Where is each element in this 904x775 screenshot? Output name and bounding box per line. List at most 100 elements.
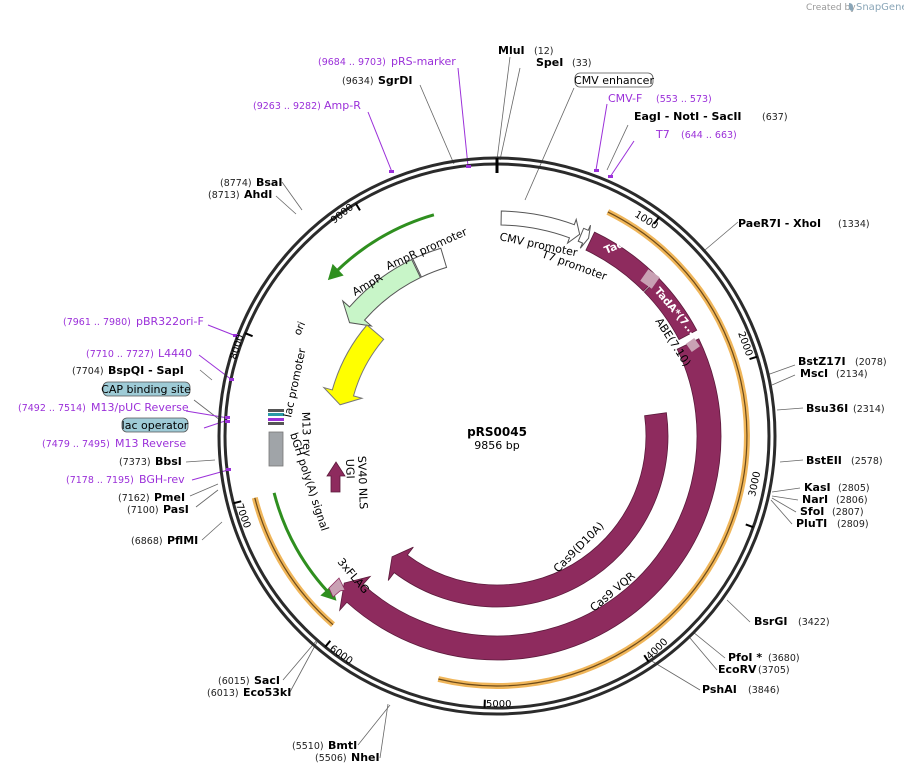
credit-brand: SnapGene <box>856 2 904 13</box>
primer-m13puc-pos: (7492 .. 7514) <box>18 403 86 414</box>
tick-mark-9000 <box>354 202 361 211</box>
label-lac-operator: lac operator <box>122 419 189 432</box>
feature-t7-promoter[interactable] <box>577 225 592 249</box>
primer-cmv-f-name[interactable]: CMV-F <box>608 92 642 105</box>
feature-cmv-promoter[interactable] <box>500 210 581 245</box>
site-eco53ki-name[interactable]: Eco53kI <box>243 686 291 699</box>
site-bstz17i-name[interactable]: BstZ17I <box>798 355 846 368</box>
feature-lac-promoter[interactable] <box>268 409 284 425</box>
tada-junction <box>640 269 660 289</box>
primer-amp-r-name[interactable]: Amp-R <box>324 99 361 112</box>
site-eagi-name[interactable]: EagI - NotI - SacII <box>634 110 742 123</box>
label-lac-promoter: lac promoter <box>281 347 308 419</box>
site-sfoi-name[interactable]: SfoI <box>800 505 824 518</box>
feature-cas9-d10a[interactable] <box>387 412 669 608</box>
plasmid-name: pRS0045 <box>467 425 527 439</box>
tick-2000: 2000 <box>735 330 754 358</box>
site-bstz17i-pos: (2078) <box>855 357 887 368</box>
site-pasi-name[interactable]: PasI <box>163 503 189 516</box>
site-pfoi-name[interactable]: PfoI * <box>728 651 762 664</box>
label-sv40-nls: SV40 NLS <box>355 456 370 510</box>
site-bsu36i-name[interactable]: Bsu36I <box>806 402 848 415</box>
site-pluti-name[interactable]: PluTI <box>796 517 827 530</box>
site-bsteii-pos: (2578) <box>851 456 883 467</box>
primer-cmv-f-pos: (553 .. 573) <box>656 94 712 105</box>
site-pmei-pos: (7162) <box>118 493 150 504</box>
orf-ring-cas9-core <box>438 211 748 687</box>
site-saci-name[interactable]: SacI <box>254 674 280 687</box>
site-ecorv-name[interactable]: EcoRV <box>718 663 757 676</box>
site-bsai-pos: (8774) <box>220 178 252 189</box>
feature-ugi[interactable] <box>326 461 346 493</box>
site-sfoi-pos: (2807) <box>832 507 864 518</box>
site-bsrgi-name[interactable]: BsrGI <box>754 615 787 628</box>
site-mlui-name[interactable]: MluI <box>498 44 525 57</box>
feature-ori[interactable] <box>322 324 385 406</box>
label-ugi: UGI <box>343 459 357 479</box>
site-bspqi-name[interactable]: BspQI - SapI <box>108 364 184 377</box>
site-ahdi-name[interactable]: AhdI <box>244 188 272 201</box>
feature-3xflag[interactable] <box>328 577 346 598</box>
primer-pbr322ori-f-name[interactable]: pBR322ori-F <box>136 315 204 328</box>
tick-mark-2000 <box>749 355 758 360</box>
green-arrow-upper-head <box>327 263 344 281</box>
site-spei-pos: (33) <box>572 58 592 69</box>
site-msci-name[interactable]: MscI <box>800 367 828 380</box>
site-nhei-name[interactable]: NheI <box>351 751 380 764</box>
tick-8000: 8000 <box>228 333 246 361</box>
primer-bgh-rev-name[interactable]: BGH-rev <box>139 473 185 486</box>
feature-ampr-promoter[interactable] <box>412 247 448 278</box>
site-kasi-pos: (2805) <box>838 483 870 494</box>
tick-mark-7000 <box>233 500 242 505</box>
site-bsu36i-pos: (2314) <box>853 404 885 415</box>
site-pflmi-pos: (6868) <box>131 536 163 547</box>
site-bmti-pos: (5510) <box>292 741 324 752</box>
site-pasi-pos: (7100) <box>127 505 159 516</box>
site-bbsi-name[interactable]: BbsI <box>155 455 182 468</box>
feature-ampr[interactable] <box>341 258 422 327</box>
site-sgrdi-pos: (9634) <box>342 76 374 87</box>
primer-prs-marker-pos: (9684 .. 9703) <box>318 57 386 68</box>
feature-tada-star[interactable] <box>643 277 698 341</box>
leader-lines <box>185 56 804 759</box>
primer-m13rev-name[interactable]: M13 Reverse <box>115 437 186 450</box>
site-bspqi-pos: (7704) <box>72 366 104 377</box>
site-pshai-name[interactable]: PshAI <box>702 683 737 696</box>
primer-m13puc-name[interactable]: M13/pUC Reverse <box>91 401 189 414</box>
primer-l4440-name[interactable]: L4440 <box>158 347 192 360</box>
site-mlui-pos: (12) <box>534 46 554 57</box>
feature-bgh-polya[interactable] <box>268 431 284 467</box>
site-bsteii-name[interactable]: BstEII <box>806 454 842 467</box>
site-ahdi-pos: (8713) <box>208 190 240 201</box>
feature-abe[interactable] <box>339 338 722 661</box>
site-pfoi-pos: (3680) <box>768 653 800 664</box>
site-bmti-name[interactable]: BmtI <box>328 739 357 752</box>
box-cmv-enhancer <box>574 72 654 88</box>
tick-6000: 6000 <box>327 643 354 667</box>
site-nari-name[interactable]: NarI <box>802 493 828 506</box>
plasmid-length: 9856 bp <box>474 439 519 452</box>
primer-bgh-rev-pos: (7178 .. 7195) <box>66 475 134 486</box>
site-kasi-name[interactable]: KasI <box>804 481 831 494</box>
primer-t7-name[interactable]: T7 <box>655 128 670 141</box>
primer-m13rev-pos: (7479 .. 7495) <box>42 439 110 450</box>
tick-mark-8000 <box>244 332 253 338</box>
site-ecorv-pos: (3705) <box>758 665 790 676</box>
site-paer7i-pos: (1334) <box>838 219 870 230</box>
tick-mark-3000 <box>745 523 754 529</box>
site-bsai-name[interactable]: BsaI <box>256 176 282 189</box>
site-pmei-name[interactable]: PmeI <box>154 491 185 504</box>
site-pluti-pos: (2809) <box>837 519 869 530</box>
orf-ring-ampr-core <box>254 497 334 626</box>
green-arrow-lower <box>272 492 334 598</box>
box-lac-operator <box>121 417 189 433</box>
site-spei-name[interactable]: SpeI <box>536 56 563 69</box>
site-sgrdi-name[interactable]: SgrDI <box>378 74 412 87</box>
primer-prs-marker-name[interactable]: pRS-marker <box>391 55 456 68</box>
site-pflmi-name[interactable]: PflMI <box>167 534 198 547</box>
primer-l4440-pos: (7710 .. 7727) <box>86 349 154 360</box>
site-paer7i-name[interactable]: PaeR7I - XhoI <box>738 217 821 230</box>
tick-3000: 3000 <box>747 470 763 497</box>
label-m13-rev: M13 rev <box>299 412 314 457</box>
